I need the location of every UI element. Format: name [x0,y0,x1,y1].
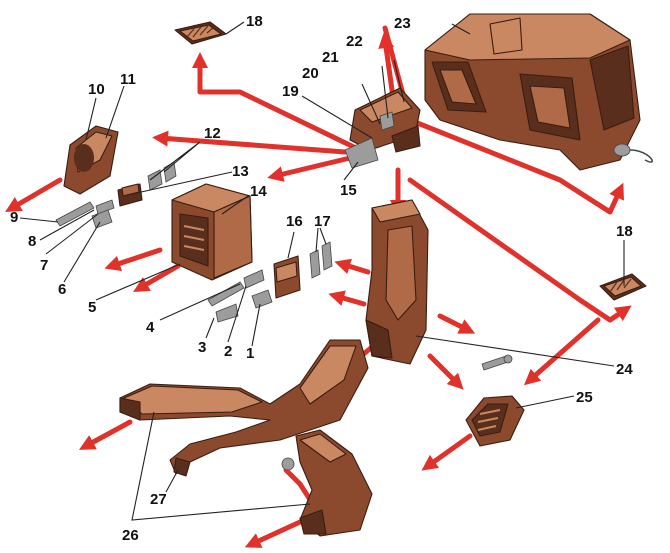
callout-17: 17 [314,213,331,230]
vertical-duct-part [365,199,429,365]
callout-19: 19 [282,83,299,100]
callout-18-right: 18 [616,223,633,240]
callout-4: 4 [146,319,155,336]
callout-26: 26 [122,527,139,544]
callout-16: 16 [286,213,303,230]
callout-2: 2 [224,343,232,360]
callout-12: 12 [204,125,221,142]
top-vent-part [174,21,227,45]
rear-outlet-part [465,395,525,447]
airflow-arrow-25-down [421,433,473,471]
airflow-arrow-left-5a [104,247,163,272]
callout-21: 21 [322,49,339,66]
airflow-arrow-to-vent-18-top [191,51,363,153]
callout-5: 5 [88,299,96,316]
callout-9: 9 [10,209,18,226]
callout-14: 14 [250,183,267,200]
airflow-arrow-right-down [407,177,632,323]
callout-labels: 18 23 22 21 20 19 15 10 11 12 13 14 9 8 … [10,13,633,544]
airflow-arrow-left-9 [5,177,63,213]
callout-7: 7 [40,257,48,274]
left-side-vent-part [63,125,119,195]
airflow-arrow-24-left [328,290,367,307]
callout-24: 24 [616,361,633,378]
callout-25: 25 [576,389,593,406]
airflow-arrow-24-down-right [427,353,464,390]
airflow-arrow-left-5b [133,263,181,293]
callout-18-top: 18 [246,13,263,30]
parts-16-17 [273,241,333,299]
callout-10: 10 [88,81,105,98]
airflow-arrow-to-vent-14 [267,155,353,182]
callout-6: 6 [58,281,66,298]
center-vent-panel-part [171,183,253,281]
heater-housing-part [424,13,653,171]
airflow-arrow-24-right [437,313,476,334]
airflow-arrow-26-left [78,419,133,450]
callout-1: 1 [246,345,254,362]
callout-13: 13 [232,163,249,180]
screw-part [481,354,513,371]
callout-22: 22 [346,33,363,50]
small-parts-1-4 [207,269,273,323]
floor-ducts-part [119,339,373,537]
airflow-arrow-26-bottom [244,519,303,548]
leader-lines [19,21,625,521]
callout-27: 27 [150,491,167,508]
callout-20: 20 [302,65,319,82]
callout-15: 15 [340,182,357,199]
callout-3: 3 [198,339,206,356]
right-vent-part [599,273,647,301]
callout-11: 11 [120,71,136,88]
airflow-arrow-24-left-up [334,258,371,275]
callout-8: 8 [28,233,36,250]
airflow-arrow-to-left-panel [152,130,348,155]
airflow-arrow-to-25 [524,317,601,386]
callout-23: 23 [394,15,411,32]
